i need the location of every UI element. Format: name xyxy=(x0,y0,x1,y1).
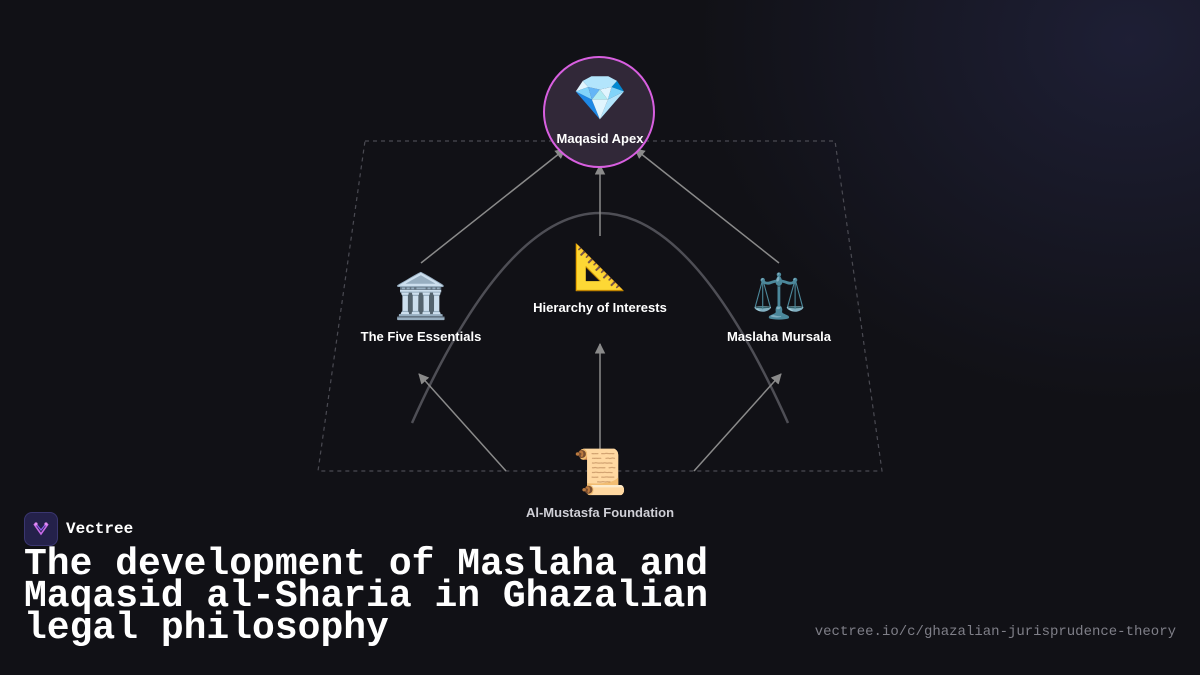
classical-building-icon: 🏛️ xyxy=(393,271,449,322)
edge-five-essentials-to-apex xyxy=(420,148,566,264)
node-label-maqasid-apex: Maqasid Apex xyxy=(556,131,644,146)
edge-foundation-to-maslaha-mursala xyxy=(693,373,782,472)
vectree-logo-icon xyxy=(24,512,58,546)
page-title: The development of Maslaha and Maqasid a… xyxy=(24,543,709,650)
scroll-icon: 📜 xyxy=(572,447,628,498)
node-label-al-mustasfa-foundation: Al-Mustasfa Foundation xyxy=(525,505,675,520)
apex-circle xyxy=(543,56,655,168)
brand[interactable]: Vectree xyxy=(24,512,133,546)
edge-foundation-to-five-essentials xyxy=(418,373,507,472)
node-label-maslaha-mursala: Maslaha Mursala xyxy=(726,329,832,344)
node-al-mustasfa-foundation: 📜 Al-Mustasfa Foundation xyxy=(500,445,700,520)
node-label-hierarchy-of-interests: Hierarchy of Interests xyxy=(533,300,667,315)
edge-maslaha-mursala-to-apex xyxy=(634,148,780,264)
node-hierarchy-of-interests: 📐 Hierarchy of Interests xyxy=(500,240,700,315)
triangular-ruler-icon: 📐 xyxy=(572,242,628,293)
node-label-five-essentials: The Five Essentials xyxy=(360,329,482,344)
gem-icon: 💎 xyxy=(572,73,628,124)
node-maslaha-mursala: ⚖️ Maslaha Mursala xyxy=(679,269,879,344)
brand-name: Vectree xyxy=(66,520,134,538)
trapezoid-frame xyxy=(317,140,883,472)
source-url[interactable]: vectree.io/c/ghazalian-jurisprudence-the… xyxy=(814,624,1176,640)
node-maqasid-apex: 💎 Maqasid Apex xyxy=(500,71,700,146)
node-five-essentials: 🏛️ The Five Essentials xyxy=(321,269,521,344)
balance-scale-icon: ⚖️ xyxy=(751,271,807,322)
